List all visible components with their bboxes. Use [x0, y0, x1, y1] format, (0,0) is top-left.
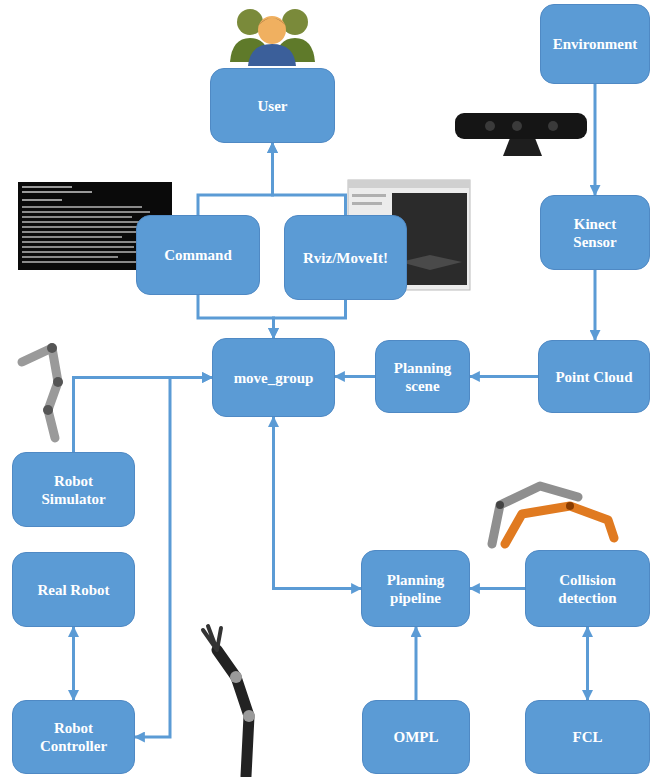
connector-arrow [273, 143, 346, 215]
gripper [203, 626, 221, 650]
connector-arrow [415, 627, 418, 700]
node-label: Kinect Sensor [551, 215, 639, 251]
arm-joint [43, 405, 53, 415]
node-label: Environment [551, 35, 639, 53]
terminal-line [22, 199, 62, 201]
connector-arrow [586, 627, 589, 700]
node-label: User [221, 97, 324, 115]
terminal-line [22, 221, 152, 223]
node-label: Rviz/MoveIt! [295, 249, 396, 267]
connector-arrow [594, 270, 597, 340]
process-box: Environment [540, 4, 650, 84]
connector-arrow [274, 417, 362, 589]
process-box: Kinect Sensor [540, 195, 650, 270]
terminal-line [22, 226, 140, 228]
terminal-line [22, 211, 150, 213]
terminal-line [22, 191, 92, 193]
terminal-line [22, 251, 152, 253]
kinect-lens [548, 121, 558, 131]
connector-arrow [74, 378, 213, 453]
node-label: Command [147, 246, 249, 264]
arm-joint [47, 343, 57, 353]
node-label: OMPL [373, 728, 459, 746]
arm-links [22, 348, 58, 438]
terminal-line [22, 186, 72, 188]
rviz-panel-line [352, 202, 382, 205]
terminal-line [22, 206, 142, 208]
process-box: move_group [212, 338, 335, 417]
arm-joint [243, 710, 255, 722]
person-hair [258, 18, 286, 26]
connector-arrow [198, 143, 273, 215]
rviz-toolbar [348, 180, 470, 188]
process-box: Robot Controller [12, 700, 135, 774]
node-label: FCL [536, 728, 639, 746]
terminal-line [22, 216, 132, 218]
arm-links-colliding [505, 506, 614, 544]
simulator-arm [22, 343, 63, 438]
kinova-arm [203, 626, 255, 776]
terminal-line [22, 261, 142, 263]
node-label: Point Cloud [549, 368, 639, 386]
terminal-line [22, 246, 134, 248]
kinect-lens [485, 121, 495, 131]
node-label: Robot Simulator [23, 472, 124, 508]
arm-joint [566, 502, 574, 510]
process-box: Point Cloud [538, 340, 650, 413]
process-box: Collision detection [525, 550, 650, 627]
node-label: Real Robot [23, 581, 124, 599]
node-label: Planning scene [386, 359, 459, 395]
connector-arrow [72, 627, 75, 700]
connector-arrow [135, 378, 212, 738]
process-box: Planning pipeline [361, 550, 470, 627]
process-box: FCL [525, 700, 650, 774]
node-label: Robot Controller [23, 719, 124, 755]
process-box: Real Robot [12, 552, 135, 627]
arm-joint [230, 671, 242, 683]
kinect-stand [503, 138, 542, 156]
arm-joint [496, 501, 504, 509]
connector-arrow [335, 375, 375, 378]
node-label: Planning pipeline [372, 571, 459, 607]
node-label: Collision detection [536, 571, 639, 607]
connector-arrow [470, 587, 525, 590]
terminal-line [22, 236, 122, 238]
arm-joint [53, 377, 63, 387]
kinect-lens [512, 121, 522, 131]
connector-arrow [470, 375, 538, 378]
process-box: Command [136, 215, 260, 295]
terminal-line [22, 241, 146, 243]
user-icon [230, 9, 315, 66]
terminal-line [22, 231, 148, 233]
connector-arrow [198, 295, 274, 338]
collision-arms [492, 486, 614, 544]
person-head [258, 16, 286, 44]
process-box: Robot Simulator [12, 452, 135, 527]
kinect-body [455, 113, 587, 139]
terminal-line [22, 256, 118, 258]
process-box: User [210, 68, 335, 143]
rviz-panel-line [352, 194, 386, 197]
person-body [248, 44, 296, 66]
rviz-grid [400, 255, 462, 270]
node-label: move_group [223, 369, 324, 387]
process-box: OMPL [362, 700, 470, 774]
kinect-icon [455, 113, 587, 156]
connector-arrow [274, 300, 346, 338]
connector-arrow [594, 84, 597, 195]
process-box: Rviz/MoveIt! [284, 215, 407, 300]
process-box: Planning scene [375, 340, 470, 413]
